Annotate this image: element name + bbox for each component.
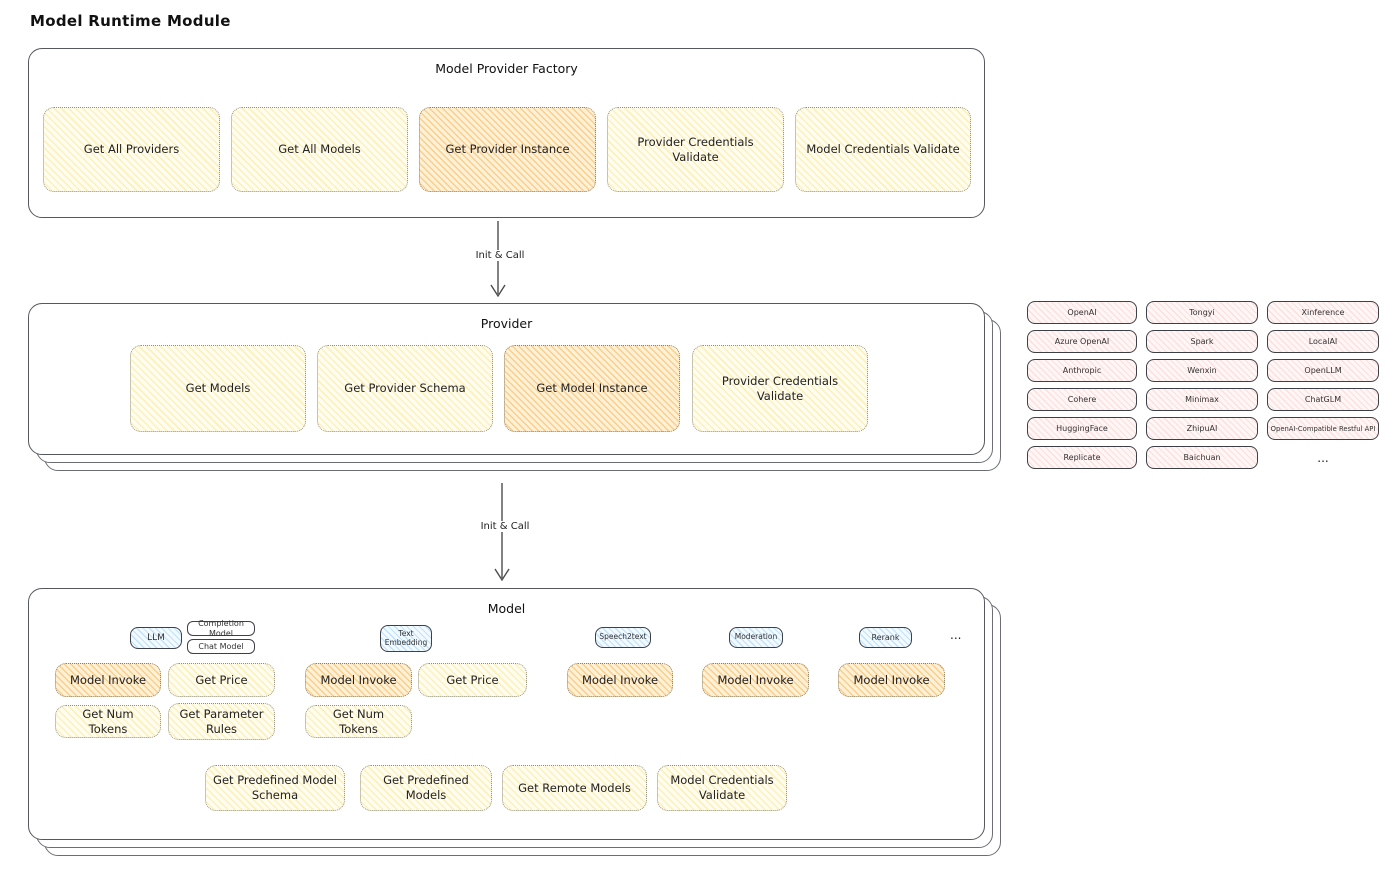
factory-model-credentials-validate-node: Model Credentials Validate [795, 107, 971, 192]
get-remote-models-node: Get Remote Models [502, 765, 647, 811]
provider-chip-wenxin: Wenxin [1146, 359, 1258, 382]
provider-chips-grid: OpenAI Tongyi Xinference Azure OpenAI Sp… [1027, 301, 1382, 469]
rerank-model-invoke-node: Model Invoke [838, 663, 945, 697]
provider-chip-replicate: Replicate [1027, 446, 1137, 469]
llm-get-num-tokens-node: Get Num Tokens [55, 705, 161, 738]
provider-chip-minimax: Minimax [1146, 388, 1258, 411]
text-embedding-model-invoke-node: Model Invoke [305, 663, 412, 697]
factory-provider-credentials-validate-node: Provider Credentials Validate [607, 107, 784, 192]
model-box-title: Model [487, 601, 526, 616]
provider-chip-localai: LocalAI [1267, 330, 1379, 353]
provider-get-model-instance-node: Get Model Instance [504, 345, 680, 432]
provider-chips-more-ellipsis: ... [1317, 450, 1329, 465]
provider-chip-baichuan: Baichuan [1146, 446, 1258, 469]
edge-label-init-call-1: Init & Call [452, 250, 548, 261]
provider-chip-chatglm: ChatGLM [1267, 388, 1379, 411]
speech2text-model-invoke-node: Model Invoke [567, 663, 673, 697]
provider-chip-anthropic: Anthropic [1027, 359, 1137, 382]
provider-chip-openai-compatible: OpenAI-Compatible Restful API [1267, 417, 1379, 440]
get-predefined-models-node: Get Predefined Models [360, 765, 492, 811]
tab-speech2text: Speech2text [595, 627, 651, 648]
provider-chip-tongyi: Tongyi [1146, 301, 1258, 324]
model-credentials-validate-node: Model Credentials Validate [657, 765, 787, 811]
tabs-more-ellipsis: ... [950, 628, 962, 642]
provider-chip-huggingface: HuggingFace [1027, 417, 1137, 440]
provider-chip-zhipuai: ZhipuAI [1146, 417, 1258, 440]
get-predefined-model-schema-node: Get Predefined Model Schema [205, 765, 345, 811]
moderation-model-invoke-node: Model Invoke [702, 663, 809, 697]
text-embedding-get-num-tokens-node: Get Num Tokens [305, 705, 412, 738]
tab-text-embedding: Text Embedding [380, 625, 432, 652]
provider-get-models-node: Get Models [130, 345, 306, 432]
llm-get-parameter-rules-node: Get Parameter Rules [168, 703, 275, 740]
factory-get-all-providers-node: Get All Providers [43, 107, 220, 192]
provider-box-title: Provider [480, 316, 533, 331]
tab-moderation: Moderation [729, 627, 783, 648]
llm-model-invoke-node: Model Invoke [55, 663, 161, 697]
provider-chip-azure-openai: Azure OpenAI [1027, 330, 1137, 353]
provider-chip-xinference: Xinference [1267, 301, 1379, 324]
tab-rerank: Rerank [859, 627, 912, 648]
tab-chat-model: Chat Model [187, 639, 255, 654]
page-title: Model Runtime Module [30, 12, 231, 30]
factory-get-all-models-node: Get All Models [231, 107, 408, 192]
provider-chip-openai: OpenAI [1027, 301, 1137, 324]
factory-get-provider-instance-node: Get Provider Instance [419, 107, 596, 192]
edge-label-init-call-2: Init & Call [457, 521, 553, 532]
provider-chip-openllm: OpenLLM [1267, 359, 1379, 382]
arrow-down-icon [494, 483, 510, 582]
tab-completion-model: Completion Model [187, 619, 255, 638]
provider-chip-spark: Spark [1146, 330, 1258, 353]
llm-get-price-node: Get Price [168, 663, 275, 697]
provider-chip-cohere: Cohere [1027, 388, 1137, 411]
provider-credentials-validate-node: Provider Credentials Validate [692, 345, 868, 432]
provider-get-provider-schema-node: Get Provider Schema [317, 345, 493, 432]
factory-box-title: Model Provider Factory [435, 61, 578, 76]
text-embedding-get-price-node: Get Price [418, 663, 527, 697]
tab-llm: LLM [130, 627, 182, 649]
